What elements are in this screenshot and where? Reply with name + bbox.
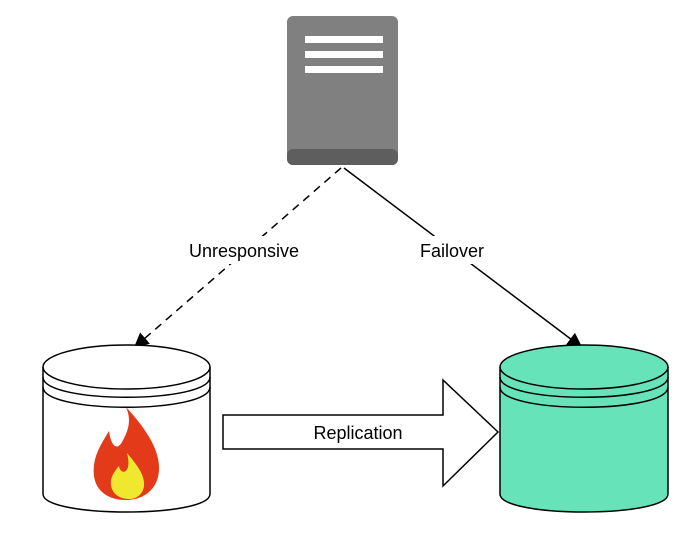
replication-arrow-shape — [222, 378, 500, 488]
replication-arrow: Replication — [222, 378, 500, 488]
unresponsive-connector — [133, 167, 342, 348]
fire-icon-inner-flame — [110, 453, 145, 499]
server-slot-2 — [305, 51, 383, 58]
primary-database-ring-2 — [42, 386, 211, 408]
server-base — [287, 149, 398, 165]
failover-label: Failover — [420, 241, 484, 261]
replica-database-ring-1 — [499, 376, 669, 398]
server-slot-3 — [305, 66, 383, 73]
primary-database — [42, 344, 211, 513]
replica-database-body — [499, 367, 669, 513]
unresponsive-label-bg — [176, 236, 312, 264]
replica-database-ring-2 — [499, 386, 669, 408]
primary-database-top — [42, 344, 211, 390]
server-node — [287, 16, 398, 165]
failover-label-bg — [409, 236, 495, 264]
server-slot-1 — [305, 36, 383, 43]
unresponsive-label: Unresponsive — [189, 241, 299, 261]
fire-icon — [93, 407, 160, 500]
replication-label: Replication — [313, 423, 402, 443]
replica-database-top — [499, 344, 669, 390]
unresponsive-edge: Unresponsive — [133, 167, 342, 348]
primary-database-ring-1 — [42, 376, 211, 398]
replica-database — [499, 344, 669, 513]
failover-edge: Failover — [343, 167, 583, 348]
